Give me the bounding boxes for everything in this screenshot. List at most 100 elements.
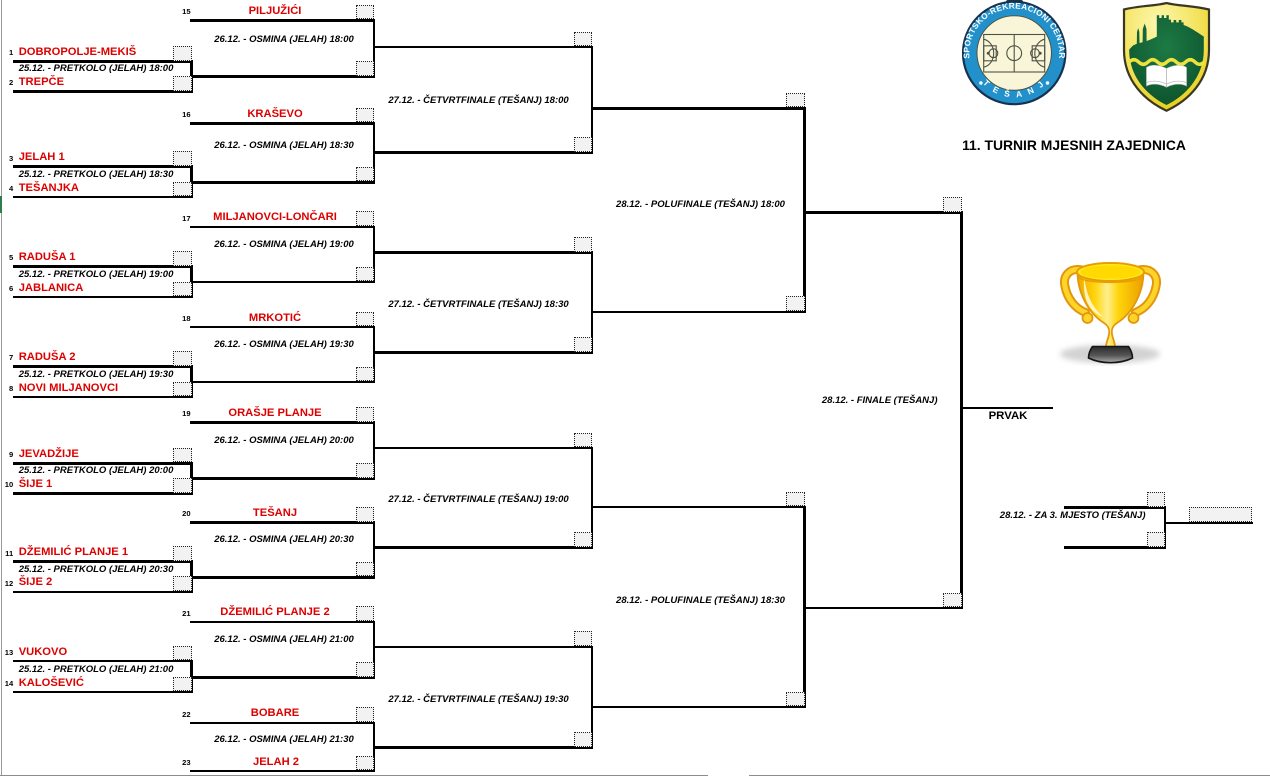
- cetvrtfinale-2-connector: [590, 251, 594, 354]
- pretkolo-4-team1-number: 7: [8, 353, 14, 363]
- finale-team2-score-box[interactable]: [943, 592, 962, 608]
- finale-label: 28.12. - FINALE (TEŠANJ): [821, 395, 938, 407]
- pretkolo-1-team2-line: [13, 90, 193, 93]
- osmina-3-team-name: MILJANOVCI-LONČARI: [213, 211, 337, 224]
- third-place-team1-line: [1063, 506, 1167, 509]
- cetvrtfinale-2-label: 27.12. - ČETVRTFINALE (TEŠANJ) 18:30: [388, 298, 569, 310]
- osmina-2-team2-score-box[interactable]: [355, 166, 375, 182]
- osmina-7-team2-score-box[interactable]: [355, 662, 375, 677]
- osmina-5-label: 26.12. - OSMINA (JELAH) 20:00: [214, 434, 354, 446]
- osmina-2-team-line: [190, 122, 376, 125]
- pretkolo-7-team2-name: KALOŠEVIĆ: [18, 676, 84, 689]
- osmina-7-team-line: [190, 620, 376, 624]
- pretkolo-1-team2-name: TREPČE: [18, 76, 65, 88]
- pretkolo-5-team1-score-box[interactable]: [173, 447, 192, 463]
- pretkolo-7-team2-score-box[interactable]: [173, 676, 192, 692]
- polufinale-1-team2-score-box[interactable]: [786, 296, 805, 311]
- pretkolo-5-team2-score-box[interactable]: [173, 478, 192, 493]
- pretkolo-1-team2-number: 2: [8, 78, 14, 88]
- third-place-label: 28.12. - ZA 3. MJESTO (TEŠANJ): [999, 509, 1146, 521]
- cetvrtfinale-3-winner-line: [590, 505, 806, 509]
- pretkolo-3-team1-score-box[interactable]: [173, 251, 192, 266]
- osmina-8-team1-score-box[interactable]: [355, 707, 375, 722]
- cetvrtfinale-3-team2-score-box[interactable]: [573, 532, 593, 547]
- cetvrtfinale-3-team1-score-box[interactable]: [573, 432, 593, 448]
- pretkolo-1-team1-score-box[interactable]: [173, 46, 192, 61]
- cetvrtfinale-4-team2-score-box[interactable]: [573, 732, 593, 747]
- pretkolo-6-team1-line: [13, 560, 193, 563]
- pretkolo-3-team1-name: RADUŠA 1: [18, 251, 76, 263]
- third-place-connector: [1163, 506, 1167, 549]
- pretkolo-3-winner-line: [190, 280, 376, 284]
- osmina-1-team2-score-box[interactable]: [355, 61, 375, 76]
- osmina-3-team1-score-box[interactable]: [355, 211, 375, 226]
- cetvrtfinale-4-label: 27.12. - ČETVRTFINALE (TEŠANJ) 19:30: [388, 693, 569, 705]
- pretkolo-2-team2-score-box[interactable]: [173, 181, 192, 197]
- cetvrtfinale-1-team1-score-box[interactable]: [573, 31, 593, 47]
- osmina-1-winner-line: [372, 45, 594, 49]
- pretkolo-1-team1-line: [13, 60, 193, 63]
- osmina-3-team2-score-box[interactable]: [355, 266, 375, 282]
- osmina-8-team-name: BOBARE: [250, 707, 300, 720]
- pretkolo-1-team1-number: 1: [8, 48, 14, 58]
- window-bottom-edge-left: [0, 774, 708, 777]
- osmina-2-winner-line: [372, 151, 594, 154]
- pretkolo-6-team2-score-box[interactable]: [173, 576, 192, 591]
- polufinale-2-team2-score-box[interactable]: [786, 691, 805, 707]
- pretkolo-6-team2-number: 12: [4, 578, 14, 588]
- sheet-tab-color-strip: [0, 196, 2, 213]
- river-wavy-line: [1128, 58, 1206, 66]
- polufinale-1-team1-score-box[interactable]: [786, 92, 805, 108]
- pretkolo-7-team2-line: [13, 690, 193, 694]
- osmina-5-connector: [372, 421, 376, 480]
- tournament-title: 11. TURNIR MJESNIH ZAJEDNICA: [962, 137, 1186, 154]
- pretkolo-3-team2-score-box[interactable]: [173, 281, 192, 297]
- third-place-result-box[interactable]: [1189, 507, 1253, 522]
- basketball-court-drawing: [983, 33, 1046, 73]
- cetvrtfinale-2-team1-score-box[interactable]: [573, 237, 593, 252]
- osmina-3-team-line: [190, 225, 376, 229]
- pretkolo-2-team1-score-box[interactable]: [173, 151, 192, 166]
- pretkolo-4-team2-name: NOVI MILJANOVCI: [18, 381, 119, 394]
- pretkolo-3-team2-name: JABLANICA: [18, 281, 84, 294]
- pretkolo-1-team2-score-box[interactable]: [173, 76, 192, 91]
- pretkolo-7-team1-score-box[interactable]: [173, 645, 192, 661]
- osmina-6-team2-score-box[interactable]: [355, 561, 375, 577]
- pretkolo-7-winner-line: [190, 676, 376, 679]
- pretkolo-4-team2-line: [13, 395, 193, 399]
- pretkolo-4-team1-line: [13, 365, 193, 368]
- pretkolo-6-team1-score-box[interactable]: [173, 546, 192, 561]
- pretkolo-6-team2-line: [13, 590, 193, 594]
- osmina-7-label: 26.12. - OSMINA (JELAH) 21:00: [214, 633, 354, 645]
- osmina-6-team1-score-box[interactable]: [355, 507, 375, 522]
- third-place-team1-score-box[interactable]: [1146, 492, 1165, 507]
- pretkolo-6-team2-name: ŠIJE 2: [18, 576, 53, 589]
- osmina-8-team-line: [190, 721, 376, 725]
- polufinale-2-team1-score-box[interactable]: [786, 491, 805, 507]
- pretkolo-4-team2-score-box[interactable]: [173, 381, 192, 397]
- cetvrtfinale-4-winner-line: [590, 705, 806, 709]
- window-left-edge: [1, 0, 3, 776]
- finale-team1-score-box[interactable]: [943, 197, 962, 212]
- osmina-5-team1-score-box[interactable]: [355, 407, 375, 422]
- pretkolo-7-team1-number: 13: [4, 647, 14, 657]
- cetvrtfinale-4-team1-score-box[interactable]: [573, 631, 593, 646]
- cetvrtfinale-1-connector: [590, 45, 594, 154]
- polufinale-1-connector: [803, 107, 806, 314]
- osmina-4-team2-score-box[interactable]: [355, 366, 375, 382]
- third-place-team2-score-box[interactable]: [1146, 532, 1165, 547]
- osmina-6-connector: [372, 521, 376, 579]
- pretkolo-4-team1-score-box[interactable]: [173, 351, 192, 366]
- sports-centre-badge-logo: SPORTSKO-REKREACIONI CENTAR T E Š A N J: [962, 0, 1067, 106]
- cetvrtfinale-2-team2-score-box[interactable]: [573, 337, 593, 352]
- osmina-2-team1-score-box[interactable]: [355, 107, 375, 123]
- osmina-7-team1-score-box[interactable]: [355, 606, 375, 621]
- cetvrtfinale-1-team2-score-box[interactable]: [573, 137, 593, 152]
- pretkolo-2-team2-name: TEŠANJKA: [18, 181, 79, 194]
- osmina-5-team2-score-box[interactable]: [355, 463, 375, 478]
- osmina-8-team2-score-box[interactable]: [355, 755, 375, 771]
- osmina-1-team1-score-box[interactable]: [355, 4, 375, 20]
- pretkolo-6-team1-number: 11: [5, 548, 14, 558]
- osmina-4-team1-score-box[interactable]: [355, 311, 375, 327]
- pretkolo-4-winner-line: [190, 380, 376, 384]
